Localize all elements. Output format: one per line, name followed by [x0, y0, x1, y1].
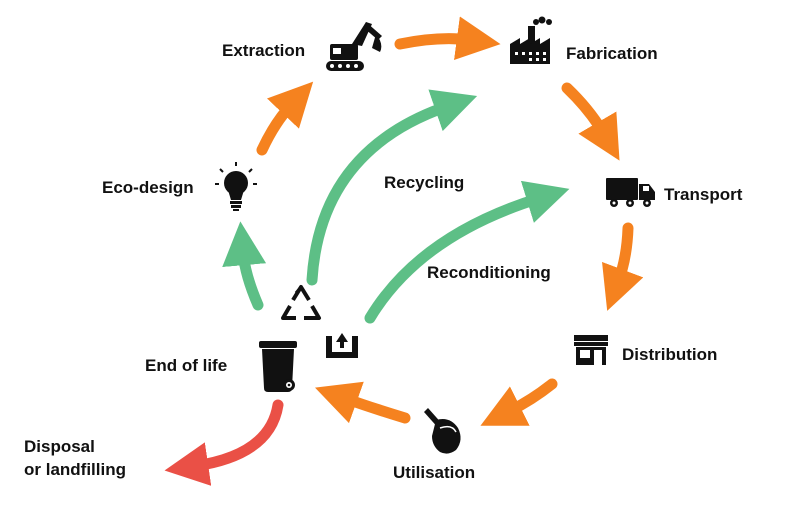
shop-icon	[574, 335, 608, 365]
label-extraction: Extraction	[222, 41, 306, 60]
label-transport: Transport	[664, 185, 743, 204]
arrow-transport-to-distribution	[602, 222, 644, 311]
arrow-recycling-loop	[306, 89, 478, 286]
arrow-utilisation-to-end-of-life	[314, 381, 411, 424]
label-distribution: Distribution	[622, 345, 718, 364]
label-fabrication: Fabrication	[566, 44, 658, 63]
label-end-of-life: End of life	[145, 356, 228, 375]
label-eco-design: Eco-design	[102, 178, 194, 197]
pointing-hand-icon	[424, 408, 461, 454]
recycle-icon	[281, 285, 321, 320]
excavator-icon	[326, 22, 382, 71]
arrow-end-of-life-to-disposal	[164, 399, 284, 486]
label-utilisation: Utilisation	[393, 463, 476, 482]
label-reconditioning: Reconditioning	[427, 263, 551, 282]
arrow-extraction-to-fabrication	[394, 16, 501, 61]
arrow-reconditioning-loop	[364, 180, 570, 324]
lightbulb-icon	[215, 162, 257, 211]
return-box-icon	[326, 333, 358, 358]
label-disposal: Disposal or landfilling	[24, 435, 164, 481]
label-disposal-line2: or landfilling	[24, 460, 126, 479]
truck-icon	[606, 178, 655, 207]
factory-icon	[510, 16, 552, 64]
label-disposal-line1: Disposal	[24, 437, 95, 456]
arrow-fabrication-to-transport	[561, 82, 620, 161]
arrow-end-of-life-to-eco-design	[222, 221, 267, 311]
trash-bin-icon	[259, 341, 297, 392]
label-recycling: Recycling	[384, 173, 465, 192]
arrow-eco-design-to-extraction	[256, 81, 314, 156]
arrow-distribution-to-utilisation	[480, 378, 558, 426]
